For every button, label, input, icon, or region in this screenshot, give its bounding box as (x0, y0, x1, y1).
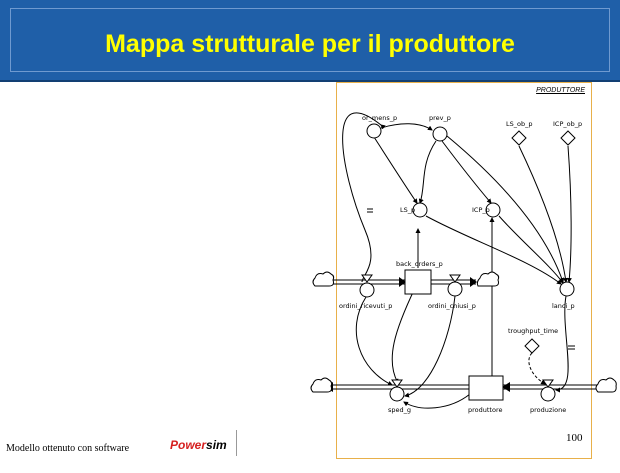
auxiliary-circles (359, 123, 575, 402)
constant-diamonds (511, 130, 576, 354)
logo-text-main: Power (170, 438, 207, 452)
slide-title: Mappa strutturale per il produttore (105, 30, 515, 58)
footer-caption: Modello ottenuto con software (6, 443, 130, 454)
page-number: 100 (566, 432, 583, 444)
label-ordini-chiusi-p: ordini_chiusi_p (428, 302, 476, 310)
stock-produttore (468, 375, 504, 401)
label-icp-ob-p: ICP_ob_p (553, 120, 582, 128)
label-ordini-ricevuti-p: ordini_ricevuti_p (339, 302, 392, 310)
flow-arrowhead-in (399, 277, 406, 287)
label-ls-p: LS_p (400, 206, 415, 214)
label-or-mens-p: or_mens_p (362, 114, 397, 122)
section-label: PRODUTTORE (536, 87, 585, 94)
slide-header: Mappa strutturale per il produttore (0, 0, 620, 82)
powersim-logo: Powersim (170, 438, 227, 452)
label-ls-ob-p: LS_ob_p (506, 120, 532, 128)
label-icp-p: ICP_p (472, 206, 490, 214)
logo-text-accent: sim (206, 438, 227, 452)
flow-arrowhead-out (470, 277, 477, 287)
label-produttore: produttore (468, 406, 502, 414)
delay-marks (367, 208, 575, 350)
flow-arrowhead-prod (502, 382, 510, 392)
link-arrows (342, 112, 572, 409)
flow-valves (361, 274, 554, 388)
stock-back-orders (404, 269, 432, 295)
cloud-icons (310, 271, 617, 393)
logo-divider (236, 430, 237, 456)
label-produzione: produzione (530, 406, 566, 414)
label-lanci-p: lanci_p (552, 302, 575, 310)
header-frame (10, 8, 610, 72)
label-prev-p: prev_p (429, 114, 451, 122)
label-sped-g: sped_g (388, 406, 411, 414)
label-back-orders-p: back_orders_p (396, 260, 443, 268)
label-troughput-time: troughput_time (508, 327, 558, 335)
